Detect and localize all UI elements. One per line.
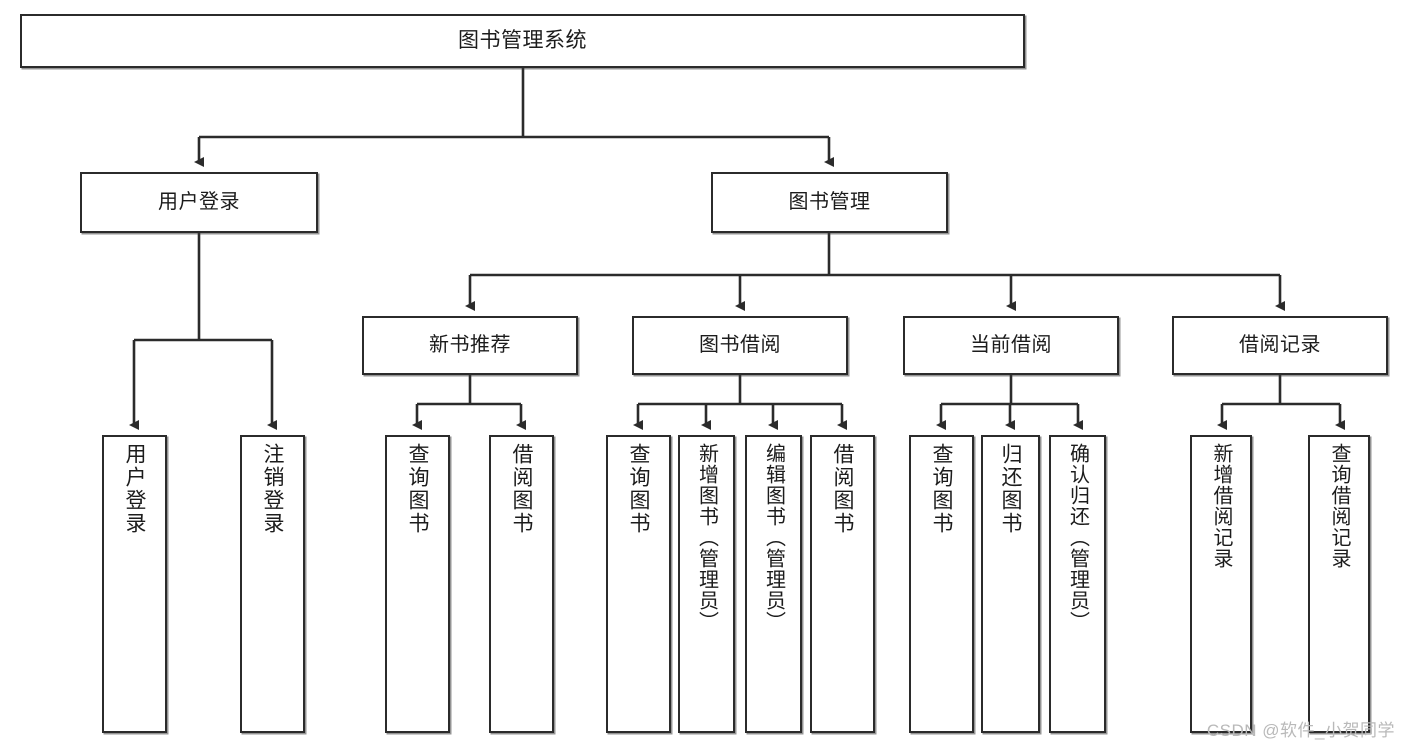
node-current-borrow[interactable]: 当前借阅 [903, 316, 1119, 375]
node-label: 新增借阅记录 [1210, 443, 1232, 569]
leaf-query-borrow-record[interactable]: 查询借阅记录 [1308, 435, 1370, 733]
leaf-confirm-return-admin[interactable]: 确认归还（管理员） [1049, 435, 1106, 733]
node-book-borrow[interactable]: 图书借阅 [632, 316, 848, 375]
node-user-login[interactable]: 用户登录 [80, 172, 318, 233]
node-label: 新书推荐 [429, 333, 511, 356]
node-root-system[interactable]: 图书管理系统 [20, 14, 1025, 68]
node-label: 图书借阅 [699, 333, 781, 356]
node-label: 确认归还（管理员） [1066, 443, 1089, 632]
node-label: 借阅图书 [510, 443, 533, 535]
node-label: 借阅记录 [1239, 333, 1321, 356]
leaf-return-book[interactable]: 归还图书 [981, 435, 1040, 733]
node-label: 查询图书 [930, 443, 953, 535]
leaf-logout[interactable]: 注销登录 [240, 435, 305, 733]
leaf-query-book-recommend[interactable]: 查询图书 [385, 435, 450, 733]
node-borrow-record[interactable]: 借阅记录 [1172, 316, 1388, 375]
leaf-query-book-current[interactable]: 查询图书 [909, 435, 974, 733]
node-label: 当前借阅 [970, 333, 1052, 356]
node-label: 图书管理系统 [458, 28, 587, 52]
node-book-management[interactable]: 图书管理 [711, 172, 948, 233]
node-label: 归还图书 [999, 443, 1022, 535]
node-label: 查询图书 [627, 443, 650, 535]
node-label: 编辑图书（管理员） [762, 443, 785, 632]
leaf-edit-book-admin[interactable]: 编辑图书（管理员） [745, 435, 802, 733]
leaf-user-login[interactable]: 用户登录 [102, 435, 167, 733]
node-label: 查询图书 [406, 443, 429, 535]
node-label: 查询借阅记录 [1328, 443, 1350, 569]
node-label: 借阅图书 [831, 443, 854, 535]
node-label: 新增图书（管理员） [695, 443, 718, 632]
leaf-add-borrow-record[interactable]: 新增借阅记录 [1190, 435, 1252, 733]
node-new-book-recommend[interactable]: 新书推荐 [362, 316, 578, 375]
watermark: CSDN @软件_小贺同学 [1206, 721, 1395, 740]
leaf-query-book-borrow[interactable]: 查询图书 [606, 435, 671, 733]
leaf-add-book-admin[interactable]: 新增图书（管理员） [678, 435, 735, 733]
node-label: 注销登录 [261, 443, 284, 535]
node-label: 用户登录 [123, 443, 146, 535]
leaf-borrow-book-recommend[interactable]: 借阅图书 [489, 435, 554, 733]
node-label: 用户登录 [158, 190, 240, 213]
node-label: 图书管理 [788, 190, 871, 213]
leaf-borrow-book[interactable]: 借阅图书 [810, 435, 875, 733]
